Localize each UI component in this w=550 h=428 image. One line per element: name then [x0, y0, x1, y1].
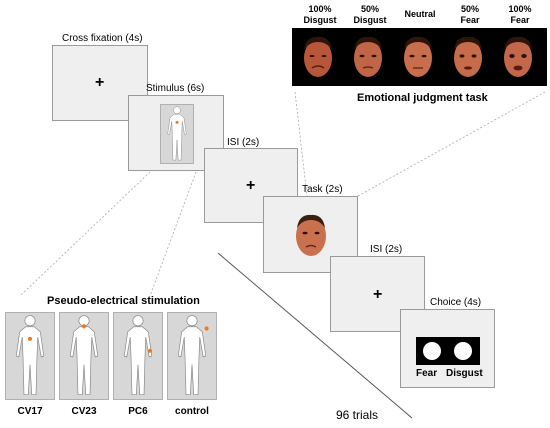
choice-right-label: Disgust	[446, 368, 483, 379]
choice-box	[416, 337, 480, 365]
face-label-3: Neutral	[404, 9, 436, 19]
isi2-cross: +	[373, 286, 383, 303]
isi2-caption: ISI (2s)	[370, 244, 403, 255]
site-panel-cv17	[5, 312, 55, 400]
task-caption: Task (2s)	[302, 184, 343, 195]
face-image-fear-50	[454, 36, 482, 77]
site-label-pc6: PC6	[128, 406, 148, 417]
body-figure-icon	[69, 315, 99, 396]
face-label-4: 50%Fear	[460, 4, 480, 25]
emotional-task-title: Emotional judgment task	[357, 92, 488, 104]
site-panel-control	[167, 312, 217, 400]
site-panel-cv23	[59, 312, 109, 400]
trials-label: 96 trials	[336, 408, 379, 422]
face-image-neutral	[404, 36, 432, 77]
task-face-image	[296, 214, 326, 256]
site-label-control: control	[175, 406, 209, 417]
choice-caption: Choice (4s)	[430, 297, 482, 308]
face-image-disgust-50	[354, 36, 382, 77]
face-label-5: 100%Fear	[508, 4, 532, 25]
choice-left-label: Fear	[416, 368, 438, 379]
right-choice-circle	[454, 342, 472, 360]
body-figure-icon	[177, 315, 209, 396]
stimulation-title: Pseudo-electrical stimulation	[47, 295, 200, 307]
face-label-1: 100%Disgust	[303, 4, 337, 25]
body-figure-icon	[15, 315, 45, 396]
face-image-disgust-100	[304, 36, 332, 77]
left-choice-circle	[423, 342, 441, 360]
choice-panel: Fear Disgust	[400, 309, 495, 388]
isi1-caption: ISI (2s)	[227, 137, 260, 148]
isi1-cross: +	[246, 177, 256, 194]
body-figure-icon	[167, 106, 187, 161]
site-label-cv17: CV17	[17, 406, 43, 417]
fixation-cross: +	[95, 74, 105, 91]
stimulus-body-panel	[160, 104, 194, 164]
site-panel-pc6	[113, 312, 163, 400]
face-image-fear-100	[504, 36, 532, 77]
fixation-caption: Cross fixation (4s)	[62, 33, 143, 44]
site-label-cv23: CV23	[71, 406, 97, 417]
face-label-2: 50%Disgust	[353, 4, 387, 25]
face-strip	[292, 28, 547, 86]
body-figure-icon	[123, 315, 153, 396]
stimulus-caption: Stimulus (6s)	[146, 83, 205, 94]
